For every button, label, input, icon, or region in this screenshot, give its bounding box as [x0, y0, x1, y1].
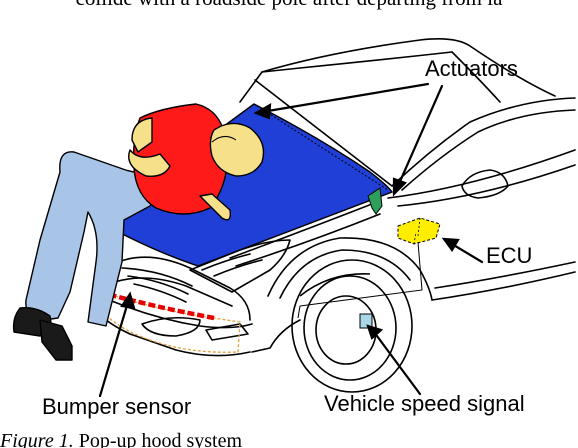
ecu-unit: [397, 217, 441, 245]
figure-caption-text: Pop-up hood system: [73, 430, 243, 448]
bumper-sensor-label: Bumper sensor: [42, 394, 192, 419]
bumper-sensor-strip: [99, 289, 215, 321]
front-wheel: [291, 259, 413, 393]
vehicle-speed-signal-label: Vehicle speed signal: [324, 391, 525, 416]
figure-caption: Figure 1. Pop-up hood system: [0, 430, 242, 448]
body-text-line: collide with a roadside pole after depar…: [0, 0, 578, 11]
pedestrian-dummy: [12, 103, 265, 361]
speed-sensor: [359, 313, 373, 329]
ecu-wiring: [297, 241, 423, 319]
callout-arrows: [98, 82, 484, 398]
hood-hinge-line: [253, 103, 389, 191]
ecu-label: ECU: [486, 243, 533, 268]
pop-up-hood: [94, 103, 394, 267]
actuator-front: [367, 187, 383, 215]
figure-number: Figure 1.: [0, 430, 74, 448]
actuators-label: Actuators: [425, 56, 518, 81]
